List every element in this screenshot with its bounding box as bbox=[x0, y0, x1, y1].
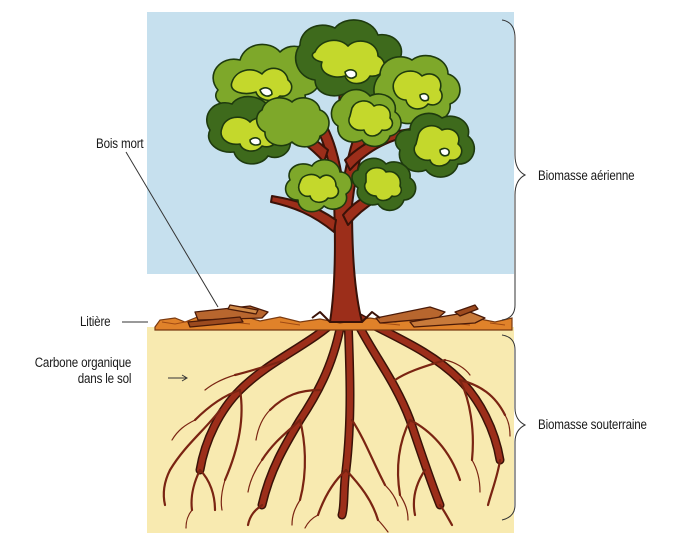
below-ground-label: Biomasse souterraine bbox=[538, 417, 647, 433]
soil-carbon-label-line1: Carbone organique bbox=[35, 355, 131, 371]
litter-label: Litière bbox=[80, 314, 110, 330]
dead-wood-label: Bois mort bbox=[96, 136, 143, 152]
soil-carbon-label-line2: dans le sol bbox=[77, 371, 131, 387]
above-ground-label: Biomasse aérienne bbox=[538, 168, 634, 184]
